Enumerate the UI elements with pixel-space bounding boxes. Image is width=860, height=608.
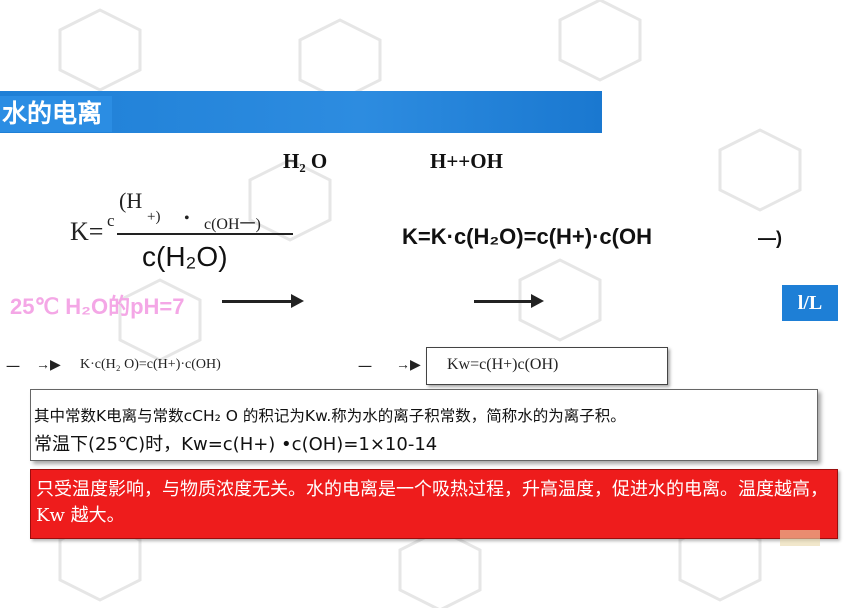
ghost-ph-text: 25℃ H₂O的pH=7 — [10, 294, 185, 319]
arrow-2 — [474, 294, 544, 308]
ghost-unit-badge: l/L — [782, 285, 838, 321]
corner-decoration — [780, 530, 820, 546]
row-arrow-left: →▶ — [36, 358, 61, 373]
note-box — [30, 469, 838, 539]
section-title: 水的电离 — [0, 96, 113, 132]
numerator-c: c — [107, 211, 115, 230]
row-left-marker: 一 — [6, 361, 20, 376]
row-left-text: K·c(H₂ O)=c(H+)·c(OH) — [80, 357, 221, 372]
definition-line-2: 常温下(25℃)时，Kw=c(H+) •c(OH)=1×10-14 — [34, 434, 438, 455]
definition-box — [30, 389, 818, 461]
kw-text: Kw=c(H+)c(OH) — [447, 356, 559, 373]
numerator-coh: c(OH一) — [204, 216, 261, 233]
equation-left: H₂ O — [283, 149, 328, 173]
equation-right: H++OH — [430, 149, 503, 173]
k-prefix: K= — [70, 217, 104, 246]
numerator-plus: +) — [147, 209, 161, 225]
k-expanded-equation: K=K·c(H₂O)=c(H+)·c(OH — [402, 224, 652, 249]
kw-box — [426, 347, 668, 385]
arrow-1 — [222, 294, 304, 308]
numerator-h: (H — [119, 188, 143, 213]
row-arrow-right: →▶ — [396, 358, 421, 373]
definition-line-1: 其中常数K电离与常数cCH₂ O 的积记为Kw.称为水的离子积常数，简称水的为离… — [34, 407, 626, 425]
row-right-marker: 一 — [358, 361, 372, 376]
denominator: c(H₂O) — [142, 241, 228, 272]
note-text: 只受温度影响，与物质浓度无关。水的电离是一个吸热过程，升高温度，促进水的电离。温… — [36, 479, 828, 526]
fraction-bar — [117, 233, 293, 235]
numerator-dot: • — [184, 210, 190, 227]
k-expanded-tail: —) — [758, 228, 782, 248]
